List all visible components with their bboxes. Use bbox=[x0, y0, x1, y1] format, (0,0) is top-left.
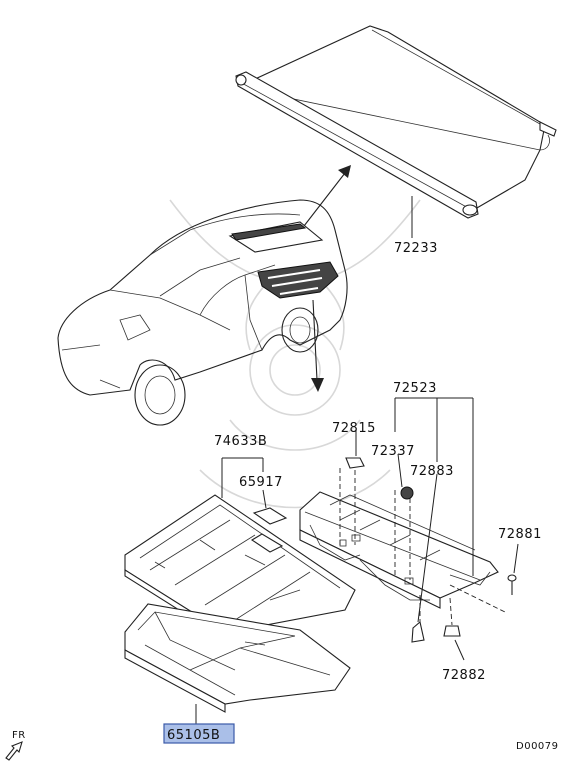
clip-72815 bbox=[345, 457, 365, 469]
front-direction-indicator: FR bbox=[5, 730, 26, 761]
assembly-guides bbox=[339, 468, 506, 630]
part-label-72523: 72523 bbox=[393, 381, 437, 396]
storage-tray bbox=[124, 603, 351, 713]
highlighted-part-65105B[interactable]: 65105B bbox=[163, 723, 235, 744]
diagram-id: D00079 bbox=[516, 741, 559, 752]
vehicle-outline bbox=[57, 199, 348, 426]
part-label-72881: 72881 bbox=[498, 527, 542, 542]
leader-74633B bbox=[221, 457, 267, 509]
arrow-to-floor bbox=[311, 299, 324, 392]
screw-72881 bbox=[507, 543, 519, 595]
clip-72883 bbox=[411, 473, 438, 643]
arrow-to-cover bbox=[303, 165, 351, 227]
watermark-emblem bbox=[169, 199, 421, 509]
direction-arrow-icon bbox=[5, 741, 23, 761]
part-label-65917: 65917 bbox=[239, 475, 283, 490]
highlight-box bbox=[163, 723, 235, 744]
part-label-74633B: 74633B bbox=[214, 434, 267, 449]
clip-65917 bbox=[252, 507, 288, 525]
part-label-72233: 72233 bbox=[394, 241, 438, 256]
grommet-72882 bbox=[443, 625, 465, 661]
direction-label: FR bbox=[12, 730, 26, 741]
luggage-floor-box bbox=[299, 491, 499, 609]
part-label-72882: 72882 bbox=[442, 668, 486, 683]
part-label-72337: 72337 bbox=[371, 444, 415, 459]
tonneau-cover bbox=[235, 25, 557, 219]
part-label-72883: 72883 bbox=[410, 464, 454, 479]
part-label-72815: 72815 bbox=[332, 421, 376, 436]
grommet-72337 bbox=[397, 453, 414, 500]
part-label-65105B: 65105B bbox=[167, 728, 220, 743]
leader-72523 bbox=[355, 397, 474, 576]
